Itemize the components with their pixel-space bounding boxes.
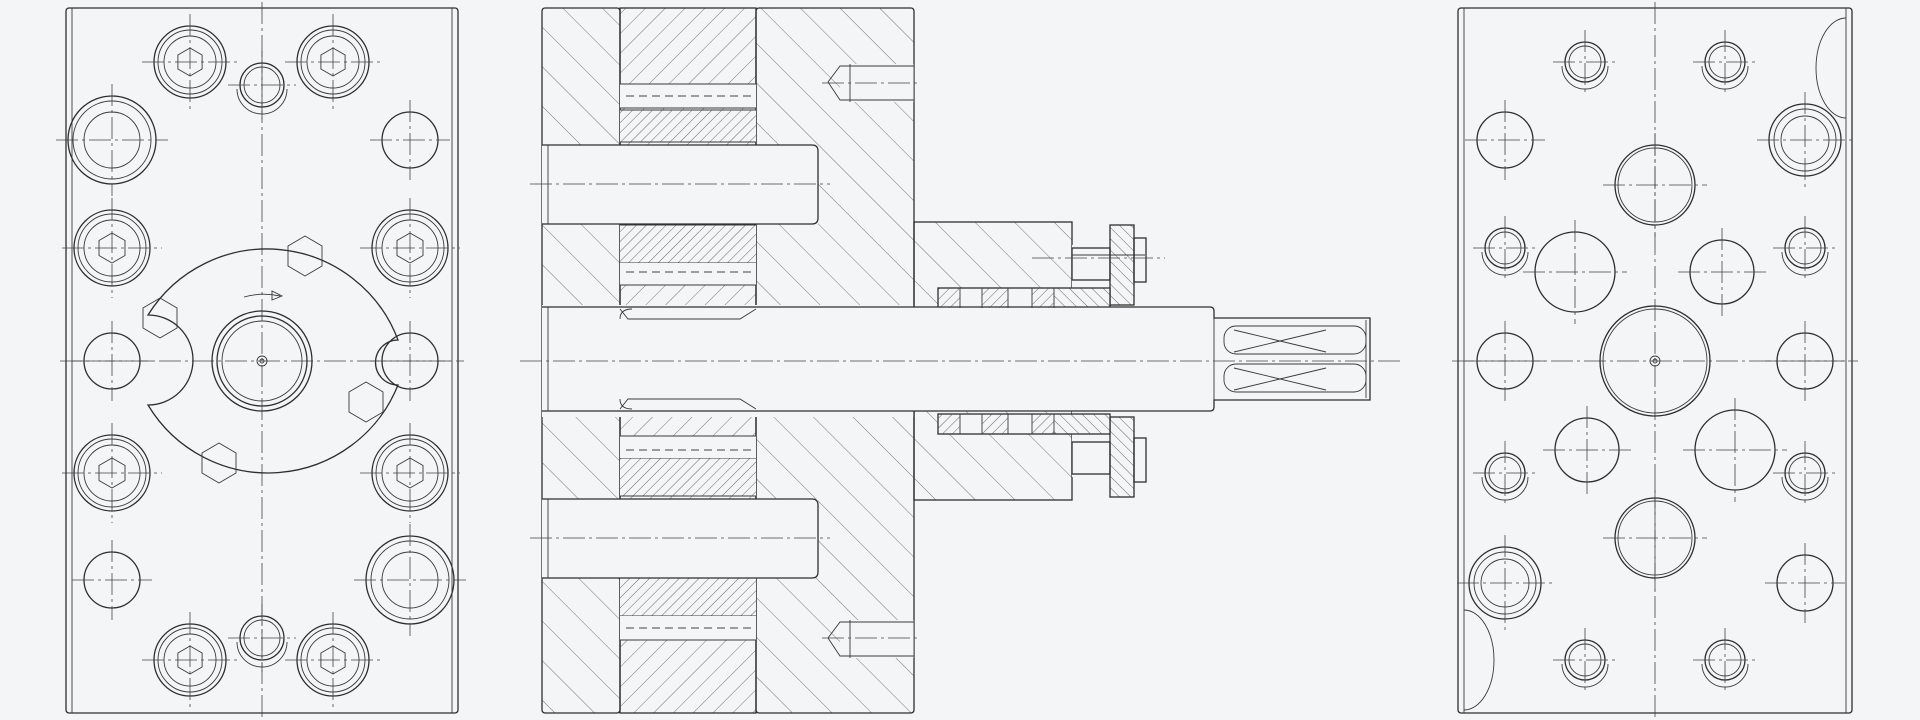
socket-head-bolt — [142, 612, 238, 708]
pin-hole — [1693, 628, 1757, 692]
right-rear-view — [1452, 2, 1858, 718]
socket-head-bolt — [285, 14, 381, 110]
bearing-bore — [1678, 228, 1766, 316]
socket-head-bolt — [360, 198, 460, 298]
through-hole — [370, 321, 450, 401]
through-hole — [72, 540, 152, 620]
gear-bore — [1603, 133, 1707, 237]
socket-head-bolt — [62, 423, 162, 523]
pin-hole — [1773, 216, 1837, 280]
pin-hole — [228, 604, 296, 672]
socket-head-bolt — [142, 14, 238, 110]
through-hole — [72, 321, 152, 401]
bearing-bore — [1523, 220, 1627, 324]
pin-hole — [228, 51, 296, 119]
pin-hole — [1473, 441, 1537, 505]
through-hole — [1765, 543, 1845, 623]
cross-section-view — [520, 7, 1400, 714]
socket-head-bolt — [285, 612, 381, 708]
pin-hole — [1473, 216, 1537, 280]
pin-hole — [1553, 30, 1617, 94]
pin-hole — [1773, 441, 1837, 505]
counterbore-hole — [354, 524, 466, 636]
counterbore-hole — [1457, 535, 1553, 631]
through-hole — [370, 100, 450, 180]
through-hole — [1465, 321, 1545, 401]
socket-head-bolt — [360, 423, 460, 523]
socket-head-bolt — [62, 198, 162, 298]
counterbore-hole — [1757, 92, 1853, 188]
bearing-bore — [1683, 398, 1787, 502]
gear-bore — [1603, 486, 1707, 590]
counterbore-hole — [56, 84, 168, 196]
pin-hole — [1693, 30, 1757, 94]
through-hole — [1765, 321, 1845, 401]
bearing-bore — [1543, 406, 1631, 494]
through-hole — [1465, 100, 1545, 180]
pin-hole — [1553, 628, 1617, 692]
